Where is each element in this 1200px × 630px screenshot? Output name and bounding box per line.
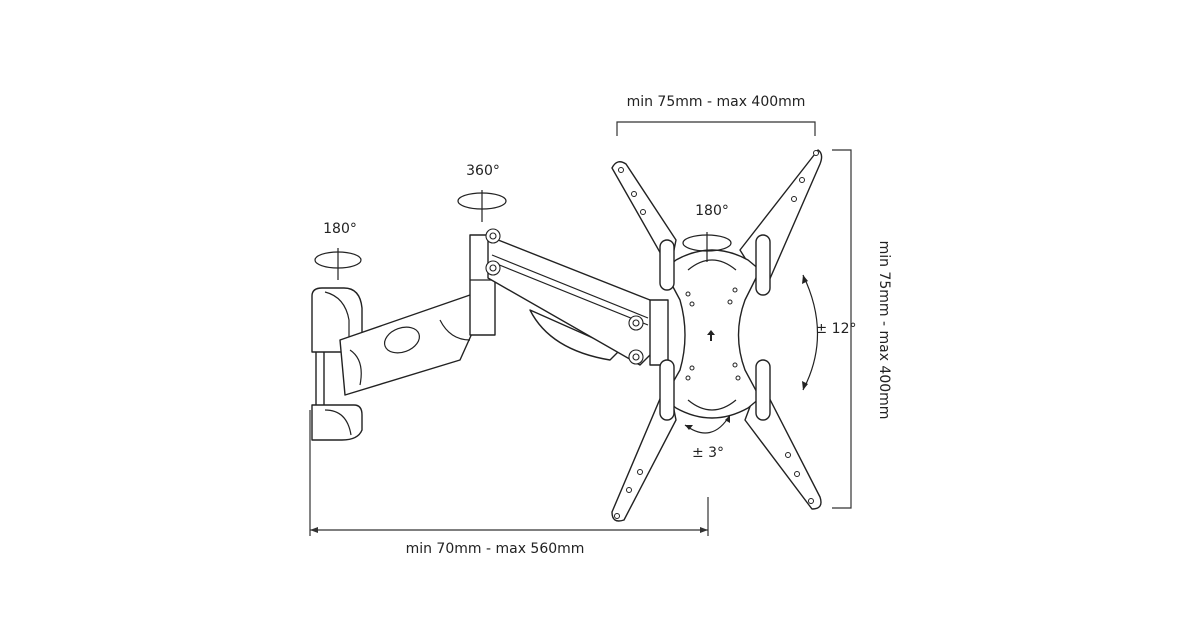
vesa-height-dimension <box>832 149 852 509</box>
wall-plate <box>311 287 363 441</box>
arm-swivel-label: 360° <box>466 163 500 179</box>
tilt-arc-icon <box>802 274 819 391</box>
plate-rotation-icon <box>682 232 732 262</box>
wall-swivel-label: 180° <box>323 221 357 237</box>
tilt-label: ± 12° <box>816 321 857 337</box>
lower-arm <box>339 294 479 396</box>
up-arrow-icon <box>707 330 715 341</box>
plate-rotation-label: 180° <box>695 203 729 219</box>
wall-swivel-icon <box>314 248 362 280</box>
upper-arm <box>485 228 669 366</box>
level-arc-icon <box>684 414 731 434</box>
vesa-width-label: min 75mm - max 400mm <box>627 94 806 110</box>
arm-swivel-icon <box>457 190 507 222</box>
extension-label: min 70mm - max 560mm <box>406 541 585 557</box>
vesa-plate <box>611 149 823 522</box>
vesa-height-label: min 75mm - max 400mm <box>876 241 892 420</box>
level-label: ± 3° <box>692 445 724 461</box>
extension-dimension <box>309 410 709 536</box>
vesa-width-dimension <box>616 121 816 136</box>
